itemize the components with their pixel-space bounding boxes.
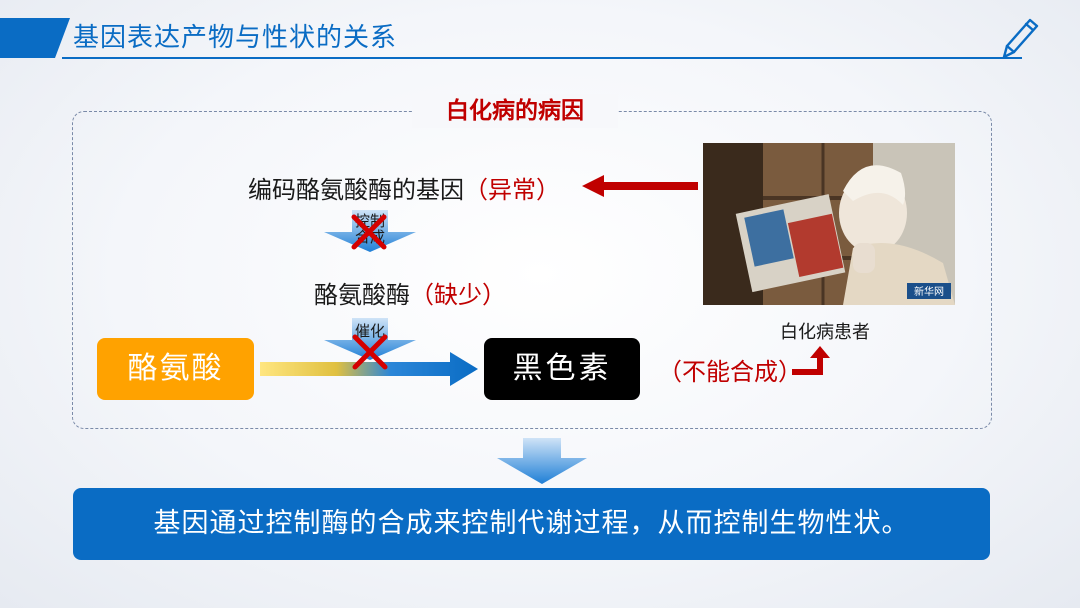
red-left-arrow [582, 175, 698, 197]
pen-icon [1002, 18, 1039, 59]
gene-text: 编码酪氨酸酶的基因 [248, 176, 464, 204]
photo-watermark: 新华网 [914, 285, 944, 298]
albinism-patient-photo: 新华网 [703, 143, 955, 305]
down-arrow-catalysis [324, 318, 416, 360]
melanin-note: （不能合成） [658, 358, 802, 386]
blocked-cross-icon-2 [352, 334, 388, 370]
section-title: 白化病的病因 [412, 94, 618, 128]
enzyme-note: （缺少） [410, 281, 506, 309]
conclusion-banner: 基因通过控制酶的合成来控制代谢过程，从而控制生物性状。 [73, 488, 990, 560]
header-accent-band [0, 18, 70, 58]
enzyme-label: 酪氨酸酶（缺少） [314, 275, 506, 310]
page-title: 基因表达产物与性状的关系 [73, 23, 398, 53]
gene-label: 编码酪氨酸酶的基因（异常） [248, 170, 560, 205]
photo-caption: 白化病患者 [780, 322, 870, 343]
blocked-cross-icon [351, 214, 387, 250]
arrow2-label: 催化 [354, 322, 385, 340]
enzyme-text: 酪氨酸酶 [314, 281, 410, 309]
conversion-arrow [260, 352, 478, 386]
melanin-box: 黑色素 [484, 338, 640, 400]
header-underline [62, 57, 1022, 59]
tyrosine-box: 酪氨酸 [97, 338, 254, 400]
gene-note: （异常） [464, 176, 560, 204]
conclusion-arrow [497, 438, 587, 484]
red-elbow-arrow [792, 346, 830, 375]
